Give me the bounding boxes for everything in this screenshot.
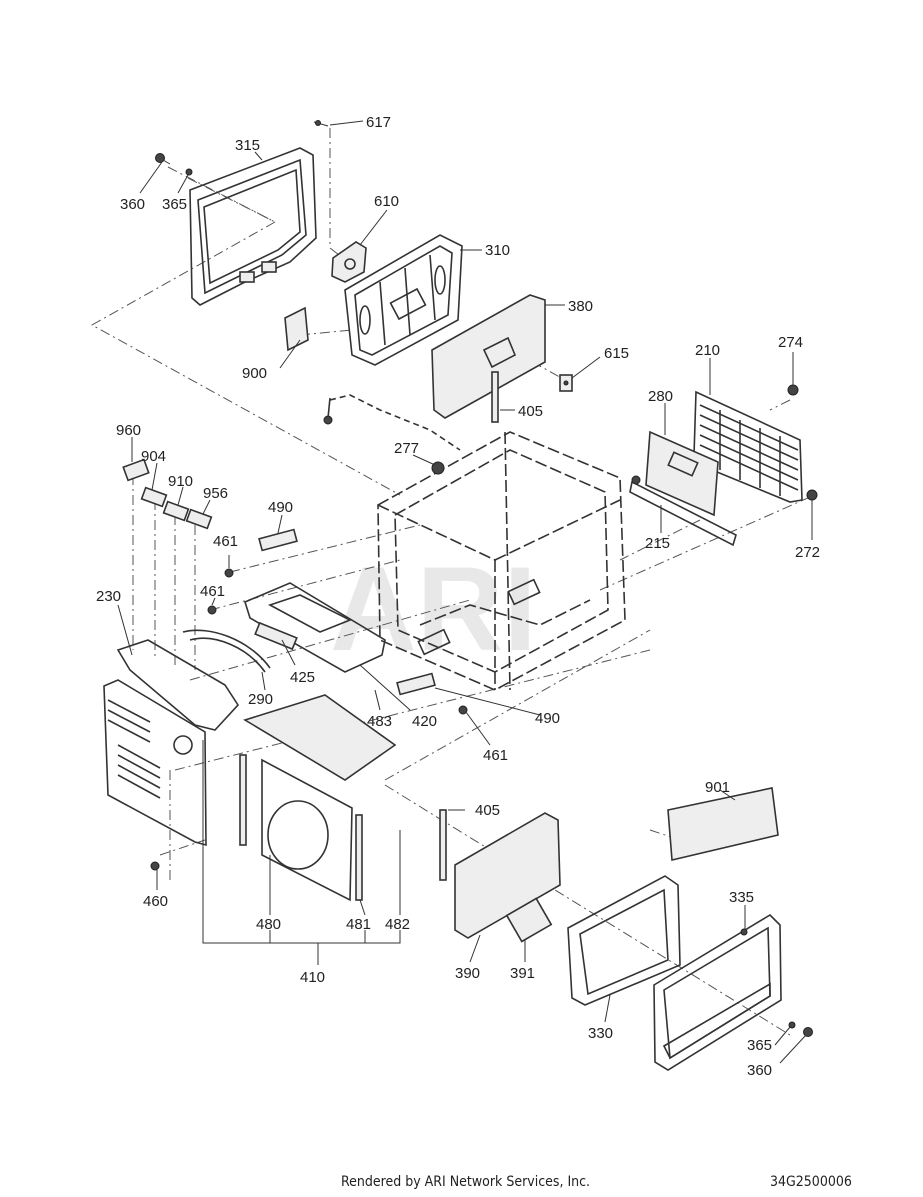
base-plate-420 <box>244 582 386 673</box>
callout-901: 901 <box>705 779 730 796</box>
screw-617 <box>313 120 329 127</box>
callout-335: 335 <box>729 889 754 906</box>
callout-615: 615 <box>604 345 629 362</box>
callout-610: 610 <box>374 193 399 210</box>
washer-365-top <box>185 168 193 176</box>
label-900 <box>284 306 309 352</box>
label-280 <box>645 430 719 517</box>
callout-405-top: 405 <box>518 403 543 420</box>
panel-380 <box>431 294 546 419</box>
rail-215 <box>629 475 737 547</box>
main-frame <box>323 394 626 691</box>
screw-360-top <box>155 153 171 165</box>
callout-410: 410 <box>300 969 325 986</box>
tray-483 <box>243 694 397 781</box>
panel-390 <box>454 812 561 939</box>
label-910 <box>162 500 190 522</box>
callout-310: 310 <box>485 242 510 259</box>
callout-904: 904 <box>141 448 166 465</box>
callout-391: 391 <box>510 965 535 982</box>
callout-215: 215 <box>645 535 670 552</box>
screw-461-a <box>224 568 234 578</box>
washer-365-bottom <box>788 1021 796 1029</box>
callout-480: 480 <box>256 916 281 933</box>
callout-460: 460 <box>143 893 168 910</box>
callout-617: 617 <box>366 114 391 131</box>
diagram-code: 34G2500006 <box>770 1174 852 1190</box>
strip-490-upper <box>258 528 298 552</box>
seal-405-top <box>491 371 499 423</box>
grommet-277 <box>431 461 445 475</box>
callout-280: 280 <box>648 388 673 405</box>
callout-960: 960 <box>116 422 141 439</box>
top-door-frame-315 <box>189 147 317 306</box>
rear-door-frame-335 <box>653 913 782 1071</box>
strip-490-lower <box>396 672 436 696</box>
latch-610 <box>331 241 367 283</box>
seal-482 <box>355 814 363 901</box>
callout-labels: 617 315 360 365 610 310 380 900 615 405 … <box>96 114 820 1079</box>
callout-490-upper: 490 <box>268 499 293 516</box>
seal-481 <box>239 754 247 846</box>
screw-460 <box>150 861 160 871</box>
right-grille-210 <box>693 390 803 503</box>
callout-405-bottom: 405 <box>475 802 500 819</box>
callout-365-bottom: 365 <box>747 1037 772 1054</box>
callout-481: 481 <box>346 916 371 933</box>
render-credit: Rendered by ARI Network Services, Inc. <box>341 1174 591 1190</box>
screw-461-b <box>207 605 217 615</box>
callout-956: 956 <box>203 485 228 502</box>
top-panel-310 <box>344 234 463 366</box>
callout-210: 210 <box>695 342 720 359</box>
callout-330: 330 <box>588 1025 613 1042</box>
callout-425: 425 <box>290 669 315 686</box>
label-901 <box>667 787 779 861</box>
screw-274 <box>787 384 799 396</box>
callout-380: 380 <box>568 298 593 315</box>
front-panel-230 <box>103 639 240 847</box>
callout-277: 277 <box>394 440 419 457</box>
label-956 <box>185 508 213 530</box>
callout-482: 482 <box>385 916 410 933</box>
handle-290 <box>182 629 271 673</box>
screw-461-c <box>458 705 468 715</box>
label-904 <box>140 486 168 508</box>
callout-365-top: 365 <box>162 196 187 213</box>
callout-420: 420 <box>412 713 437 730</box>
callout-483: 483 <box>367 713 392 730</box>
callout-461-a: 461 <box>213 533 238 550</box>
vent-grille-left <box>107 699 161 799</box>
callout-274: 274 <box>778 334 803 351</box>
panel-480 <box>261 758 353 902</box>
callout-490-lower: 490 <box>535 710 560 727</box>
callout-230: 230 <box>96 588 121 605</box>
screw-272 <box>806 489 818 501</box>
callout-900: 900 <box>242 365 267 382</box>
clip-615 <box>559 374 573 392</box>
callout-272: 272 <box>795 544 820 561</box>
screw-360-bottom <box>803 1027 813 1037</box>
callout-461-c: 461 <box>483 747 508 764</box>
pad-425 <box>254 621 298 651</box>
label-391 <box>505 897 553 943</box>
rear-frame-330 <box>567 875 681 1006</box>
leader-lines <box>117 120 813 1064</box>
callout-360-bottom: 360 <box>747 1062 772 1079</box>
callout-290: 290 <box>248 691 273 708</box>
callout-360-top: 360 <box>120 196 145 213</box>
callout-315: 315 <box>235 137 260 154</box>
callout-910: 910 <box>168 473 193 490</box>
callout-390: 390 <box>455 965 480 982</box>
watermark-text: ARI <box>330 542 537 676</box>
seal-405-bottom <box>439 809 447 881</box>
label-960 <box>122 458 150 482</box>
callout-461-b: 461 <box>200 583 225 600</box>
